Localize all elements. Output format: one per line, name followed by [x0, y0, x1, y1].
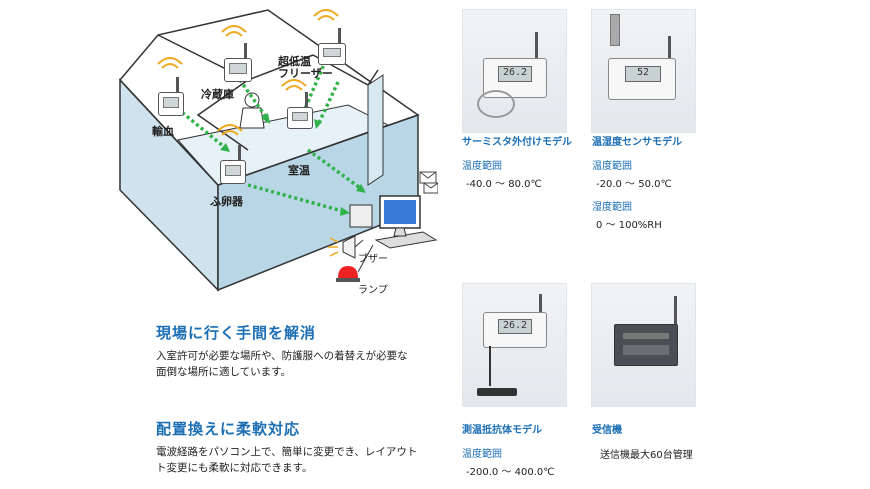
doctor-body: [239, 107, 265, 129]
doctor-head: [244, 92, 260, 108]
lcd-display: 52: [625, 66, 661, 82]
section-line: 電波経路をパソコン上で、簡単に変更でき、レイアウト: [156, 446, 418, 458]
probe-terminal: [477, 388, 517, 396]
section-line: ト変更にも柔軟に対応できます。: [156, 462, 313, 474]
section-title-remote: 現場に行く手間を解消: [156, 324, 317, 342]
product-image-humidity: 52: [591, 9, 696, 133]
logger-incubator: [220, 145, 246, 184]
probe-cable: [489, 346, 491, 386]
signal-waves: [157, 9, 339, 136]
section-body-remote: 入室許可が必要な場所や、防護服への着替えが必要な 面倒な場所に適しています。: [156, 348, 456, 380]
lcd-display: 26.2: [498, 319, 532, 334]
label-incubator: ふ卵器: [210, 195, 243, 208]
label-transfusion: 輸血: [152, 125, 174, 138]
spec-value: -20.0 ～ 50.0℃: [596, 179, 672, 190]
antenna-icon: [674, 296, 677, 326]
section-line: 入室許可が必要な場所や、防護服への着替えが必要な: [156, 350, 408, 362]
product-image-rtd: 26.2: [462, 283, 567, 407]
label-freezer: 超低温 フリーザー: [278, 55, 333, 80]
signal-arrows: [171, 54, 365, 214]
receiver-panel: [623, 333, 669, 339]
antenna-icon: [668, 36, 671, 62]
spec-value: -40.0 ～ 80.0℃: [466, 179, 542, 190]
receiver-panel: [623, 345, 669, 355]
section-line: 面倒な場所に適しています。: [156, 366, 292, 378]
product-name: サーミスタ外付けモデル: [462, 137, 572, 148]
product-name: 測温抵抗体モデル: [462, 425, 542, 436]
receiver-box: [349, 204, 373, 228]
logger-body: 52: [608, 58, 676, 100]
humidity-probe: [610, 14, 620, 46]
buzzer-sound: [328, 237, 339, 257]
pc-stand: [393, 227, 407, 237]
spec-value: 0 ～ 100%RH: [596, 220, 662, 231]
logger-room: [287, 92, 313, 129]
label-lamp: ランプ: [358, 285, 388, 296]
logger-transfusion: [158, 77, 184, 116]
spec-value: -200.0 ～ 400.0℃: [466, 467, 555, 478]
logger-body: 26.2: [483, 58, 547, 98]
label-room-temp: 室温: [288, 164, 310, 177]
antenna-icon: [539, 294, 542, 322]
spec-label: 温度範囲: [462, 161, 502, 172]
label-refrigerator: 冷蔵庫: [201, 88, 234, 101]
antenna-icon: [535, 32, 538, 62]
pc-keyboard: [374, 231, 438, 249]
logger-freezer: [318, 28, 346, 65]
section-body-layout: 電波経路をパソコン上で、簡単に変更でき、レイアウト ト変更にも柔軟に対応できます…: [156, 444, 456, 476]
logger-body: 26.2: [483, 312, 547, 348]
spec-label: 湿度範囲: [592, 202, 632, 213]
product-name: 温湿度センサモデル: [592, 137, 682, 148]
room-wall-right: [367, 74, 384, 186]
logger-refrigerator: [224, 43, 252, 82]
spec-label: 温度範囲: [462, 449, 502, 460]
product-image-thermistor: 26.2: [462, 9, 567, 133]
section-title-layout: 配置換えに柔軟対応: [156, 420, 301, 438]
pc-screen: [384, 200, 416, 224]
receiver-body: [614, 324, 678, 366]
partition-2: [196, 79, 249, 151]
floor-plan-diagram: 輸血 冷蔵庫 超低温 フリーザー 室温 ふ卵器 ブザー ランプ: [118, 0, 439, 305]
spec-value: 送信機最大60台管理: [600, 450, 693, 461]
label-buzzer: ブザー: [358, 254, 388, 265]
product-image-receiver: [591, 283, 696, 407]
floor-plan-illustration: [118, 9, 439, 292]
lcd-display: 26.2: [498, 66, 532, 82]
buzzer: [342, 235, 356, 259]
sensor-cable: [477, 90, 515, 118]
product-name: 受信機: [592, 425, 622, 436]
spec-label: 温度範囲: [592, 161, 632, 172]
warning-lamp: [338, 266, 358, 278]
